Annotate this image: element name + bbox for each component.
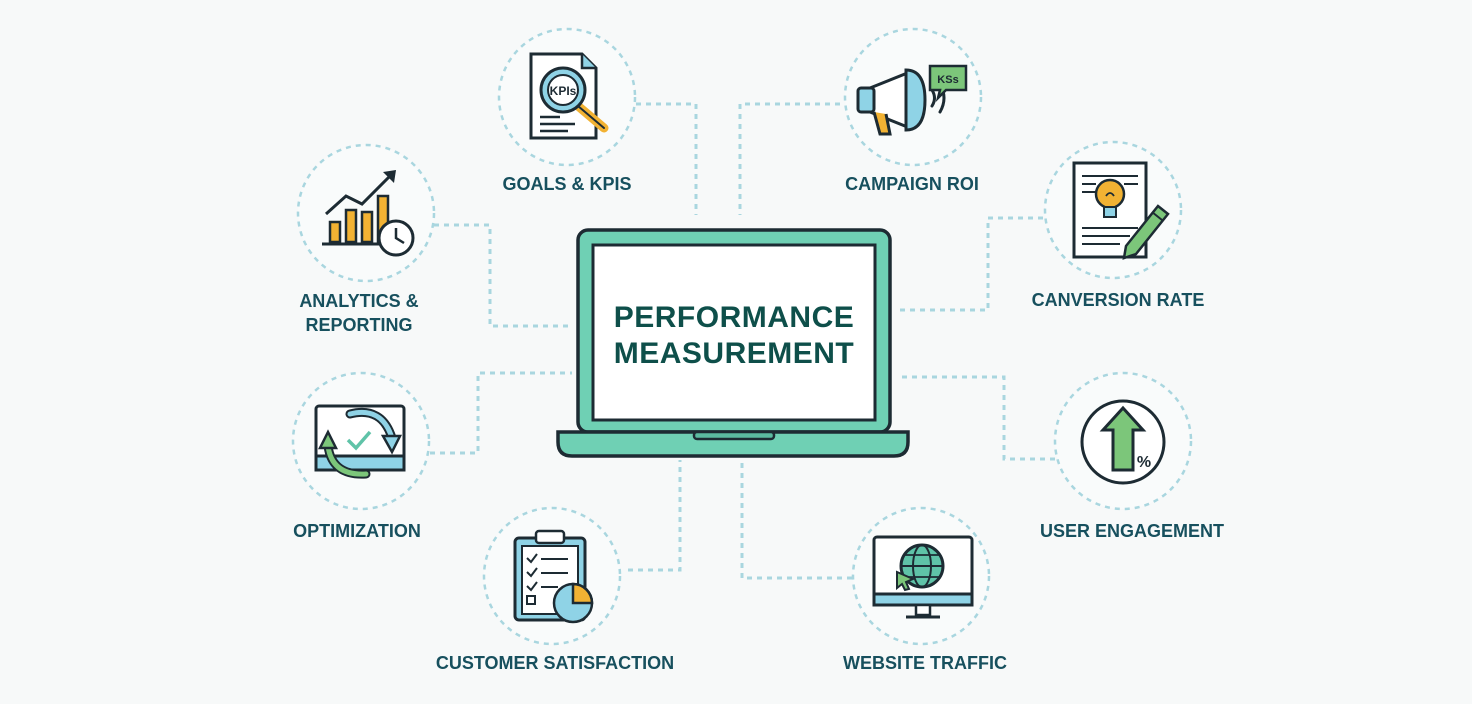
goals-label: GOALS & KPIS (502, 174, 632, 194)
laptop (556, 228, 910, 458)
connector-optimization (430, 371, 572, 455)
up-arrow-percent-icon: % (1080, 399, 1166, 485)
connector-goals (636, 102, 698, 215)
analytics-label-line1: ANALYTICS & (299, 291, 419, 311)
engagement-percent-glyph: % (1137, 454, 1151, 471)
campaign-label: CAMPAIGN ROI (845, 174, 979, 194)
connector-traffic (740, 460, 852, 580)
center-title-line1: PERFORMANCE (613, 301, 855, 334)
connector-analytics (434, 223, 572, 328)
kpi-document-magnifier-icon: KPIs (529, 52, 609, 140)
connector-satisfaction (628, 460, 682, 572)
analytics-label: ANALYTICS & REPORTING (264, 289, 454, 337)
laptop-base (556, 430, 910, 458)
connector-engagement (900, 375, 1055, 461)
center-title-line2: MEASUREMENT (613, 337, 855, 370)
center-title: PERFORMANCE MEASUREMENT (594, 300, 874, 372)
laptop-screen (591, 243, 877, 422)
connector-campaign (738, 102, 840, 215)
connector-lines (430, 102, 1055, 580)
satisfaction-label: CUSTOMER SATISFACTION (435, 653, 675, 673)
monitor-refresh-check-icon (314, 404, 406, 479)
connector-conversion (900, 216, 1043, 312)
campaign-icon-text: KSs (937, 74, 958, 86)
bar-chart-clock-icon (322, 170, 415, 257)
laptop-trackpad-notch (692, 430, 776, 441)
analytics-label-line2: REPORTING (305, 315, 413, 335)
monitor-globe-icon (872, 535, 974, 619)
engagement-label: USER ENGAGEMENT (1039, 521, 1225, 541)
clipboard-pie-chart-icon (513, 529, 594, 624)
kpi-icon-text: KPIs (550, 84, 577, 98)
optimization-label: OPTIMIZATION (293, 521, 421, 541)
document-lightbulb-pencil-icon (1072, 161, 1170, 260)
megaphone-icon: KSs (856, 64, 968, 136)
traffic-label: WEBSITE TRAFFIC (843, 653, 1007, 673)
conversion-label: CANVERSION RATE (1031, 290, 1205, 310)
